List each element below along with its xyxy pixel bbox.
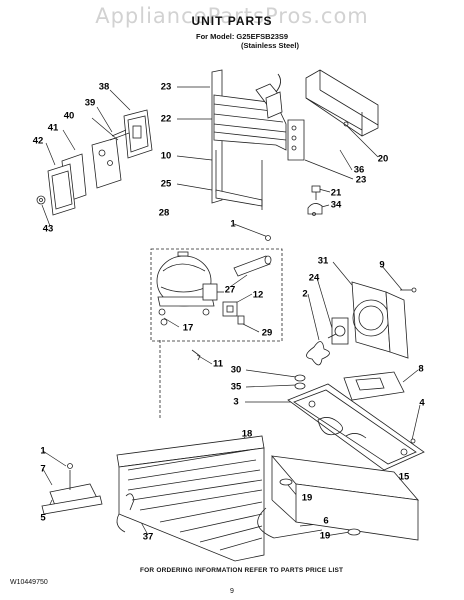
callout-43: 43 (42, 223, 54, 235)
callout-23-top: 23 (160, 81, 172, 93)
document-number: W10449750 (10, 579, 48, 586)
callout-4: 4 (419, 397, 425, 409)
machine-base (287, 383, 425, 471)
drain-pan (271, 455, 419, 541)
callout-9: 9 (379, 259, 385, 271)
callout-3: 3 (233, 396, 239, 408)
leveling-feet (279, 478, 361, 536)
callout-29: 29 (261, 327, 273, 339)
condenser-fan (306, 281, 417, 366)
bracket-assembly (41, 463, 103, 515)
callout-17: 17 (182, 322, 194, 334)
callout-40: 40 (63, 110, 75, 122)
callout-7: 7 (40, 463, 46, 475)
callout-12: 12 (252, 289, 264, 301)
callout-2: 2 (302, 288, 308, 300)
clip-11 (191, 349, 201, 361)
callout-19-upper: 19 (301, 492, 313, 504)
callout-15: 15 (398, 471, 410, 483)
callout-1-bracket: 1 (40, 445, 46, 457)
callout-11: 11 (212, 358, 224, 370)
callout-18: 18 (241, 428, 253, 440)
watermark: AppliancePartsPros.com (95, 4, 369, 28)
small-hardware (307, 185, 323, 216)
callout-39: 39 (84, 97, 96, 109)
clip-37 (125, 493, 135, 511)
air-duct (305, 69, 379, 137)
callout-28: 28 (158, 207, 170, 219)
callout-19-lower: 19 (319, 530, 331, 542)
callout-34: 34 (330, 199, 342, 211)
compressor (156, 235, 272, 326)
model-line: For Model: G25EFSB23S9 (196, 32, 289, 41)
condenser-assembly (211, 69, 305, 210)
callout-5: 5 (40, 512, 46, 524)
callout-10: 10 (160, 150, 172, 162)
callout-27: 27 (224, 284, 236, 296)
page-title: UNIT PARTS (191, 14, 273, 28)
callout-41: 41 (47, 122, 59, 134)
callout-36: 36 (353, 164, 365, 176)
callout-25: 25 (160, 178, 172, 190)
callout-22: 22 (160, 113, 172, 125)
wire-6 (257, 507, 323, 539)
callout-31: 31 (317, 255, 329, 267)
callout-1-compressor: 1 (230, 218, 236, 230)
callout-20: 20 (377, 153, 389, 165)
control-housing-parts (36, 109, 153, 216)
callout-37: 37 (142, 531, 154, 543)
callout-23-right: 23 (355, 174, 367, 186)
callout-21: 21 (330, 187, 342, 199)
model-info: For Model: G25EFSB23S9 (Stainless Steel) (196, 32, 299, 50)
callout-38: 38 (98, 81, 110, 93)
compressor-box (150, 248, 283, 420)
electrical-bracket (343, 371, 405, 401)
callout-30: 30 (230, 364, 242, 376)
callout-35: 35 (230, 381, 242, 393)
condenser-coil (116, 435, 265, 562)
callout-8: 8 (418, 363, 424, 375)
page-number: 9 (230, 588, 234, 595)
ordering-note: FOR ORDERING INFORMATION REFER TO PARTS … (140, 567, 344, 574)
model-finish: (Stainless Steel) (241, 41, 299, 50)
callout-42: 42 (32, 135, 44, 147)
grommets (294, 374, 306, 390)
callout-24: 24 (308, 272, 320, 284)
callout-6: 6 (323, 515, 329, 527)
